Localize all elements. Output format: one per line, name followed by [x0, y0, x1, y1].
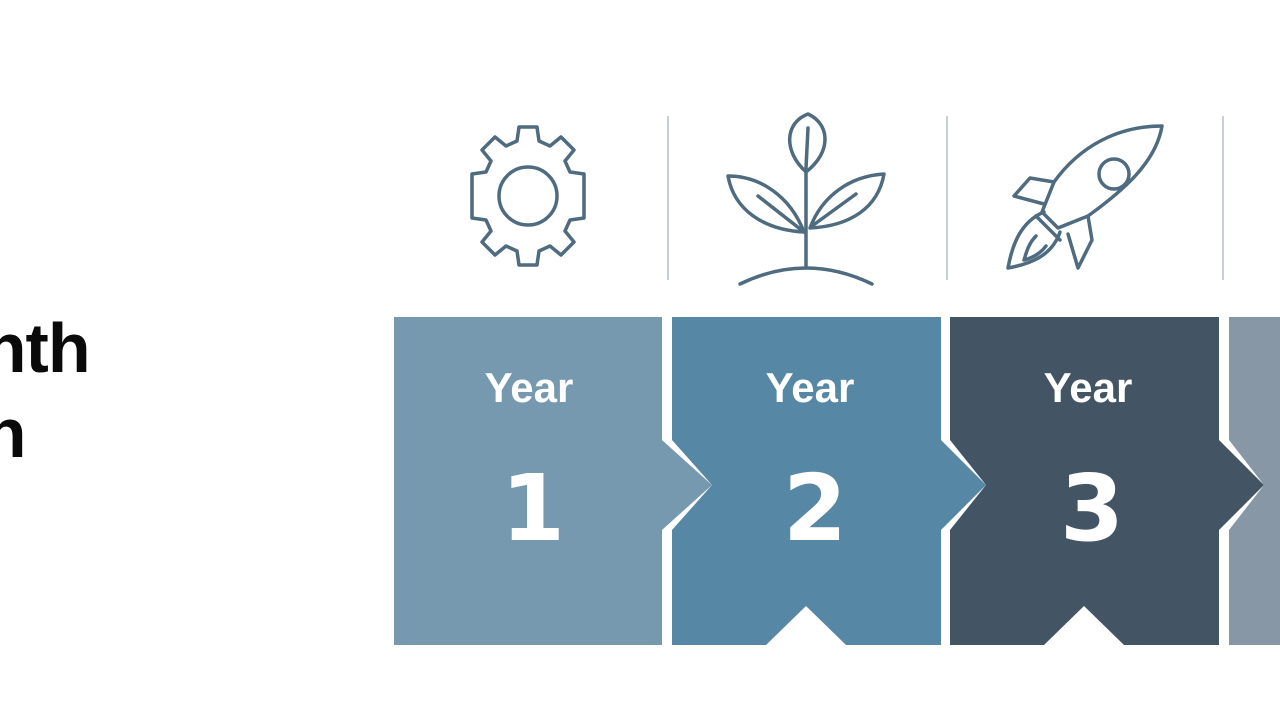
title-line-1: onth	[0, 309, 91, 387]
gear-icon	[470, 125, 586, 267]
title-line-2: on	[0, 394, 27, 472]
stage-2-block	[672, 317, 986, 645]
stage-1-label: Year	[485, 364, 574, 411]
stage-3-block	[950, 317, 1264, 645]
stage-1-number: 1	[501, 455, 565, 562]
stage-2-label: Year	[766, 364, 855, 411]
sprout-icon	[726, 112, 886, 286]
rocket-icon	[1006, 124, 1164, 270]
stage-3-label: Year	[1044, 364, 1133, 411]
stage-3-number: 3	[1060, 455, 1124, 562]
stage-2-number: 2	[783, 455, 847, 562]
stage-1-block	[394, 317, 712, 645]
slide-title: onth on	[0, 306, 91, 476]
stage-4-block	[1229, 317, 1280, 645]
